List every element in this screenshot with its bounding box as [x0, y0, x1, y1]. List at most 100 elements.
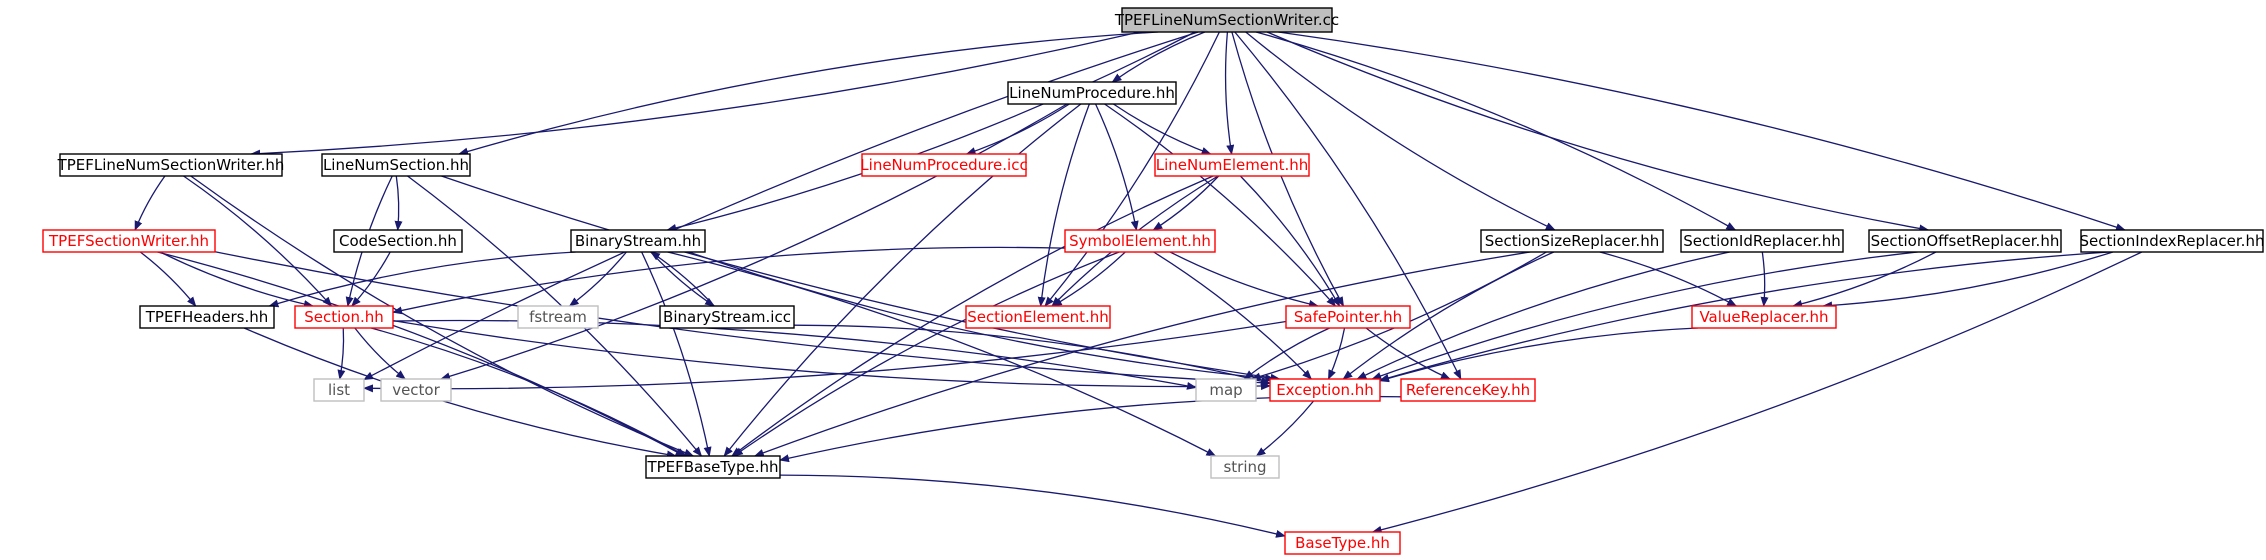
edge-sp_hh-to-rk_hh: [1365, 327, 1451, 380]
node-lnp-hh[interactable]: LineNumProcedure.hh: [1007, 81, 1177, 105]
node-ssr-hh[interactable]: SectionSizeReplacer.hh: [1480, 229, 1664, 253]
node-box: [1680, 229, 1844, 253]
node-box: [1121, 7, 1333, 33]
node-label: BinaryStream.icc: [663, 308, 791, 326]
node-tpef-writer-hh[interactable]: TPEFLineNumSectionWriter.hh: [57, 153, 285, 177]
node-label: BaseType.hh: [1295, 534, 1390, 552]
node-label: SectionOffsetReplacer.hh: [1871, 232, 2060, 250]
node-label: SectionSizeReplacer.hh: [1485, 232, 1659, 250]
edge-sor_hh-to-vr_hh: [1792, 251, 1937, 308]
node-label: Exception.hh: [1276, 381, 1374, 399]
edge-sec_hh-to-map: [392, 319, 1197, 390]
node-sec-hh[interactable]: Section.hh: [294, 305, 394, 329]
node-vr-hh[interactable]: ValueReplacer.hh: [1691, 305, 1837, 329]
edge-sym_hh-to-exc_hh: [1153, 251, 1313, 380]
edge-root-to-lnp_hh: [1111, 31, 1206, 83]
node-tpefh-hh[interactable]: TPEFHeaders.hh: [139, 305, 275, 329]
node-sir-hh[interactable]: SectionIdReplacer.hh: [1680, 229, 1844, 253]
node-box: [1284, 531, 1401, 555]
edge-bs_hh-to-tpefh_hh: [268, 251, 576, 308]
node-exc-hh[interactable]: Exception.hh: [1269, 378, 1381, 402]
node-string[interactable]: string: [1210, 455, 1280, 479]
edge-root-to-bs_hh: [666, 31, 1196, 232]
edge-exc_hh-to-string: [1255, 400, 1315, 457]
node-box: [1480, 229, 1664, 253]
node-sxr-hh[interactable]: SectionIndexReplacer.hh: [2080, 229, 2265, 253]
edge-lnp_hh-to-sp_hh: [1104, 103, 1337, 307]
node-label: LineNumProcedure.hh: [1009, 84, 1175, 102]
node-sym-hh[interactable]: SymbolElement.hh: [1064, 229, 1216, 253]
edge-lnp_hh-to-tbt_hh: [723, 103, 1082, 457]
node-label: Section.hh: [304, 308, 384, 326]
node-root: TPEFLineNumSectionWriter.cc: [1114, 7, 1339, 33]
edge-root-to-sxr_hh: [1278, 31, 2126, 231]
node-code-hh[interactable]: CodeSection.hh: [333, 229, 463, 253]
node-vector[interactable]: vector: [380, 378, 452, 402]
node-fstream[interactable]: fstream: [517, 305, 599, 329]
edge-sir_hh-to-vr_hh: [1760, 251, 1769, 307]
node-list[interactable]: list: [313, 378, 365, 402]
node-tpef-sw-hh[interactable]: TPEFSectionWriter.hh: [42, 229, 216, 253]
node-bs-hh[interactable]: BinaryStream.hh: [570, 229, 706, 253]
node-box: [659, 305, 795, 329]
node-label: string: [1223, 458, 1266, 476]
node-sor-hh[interactable]: SectionOffsetReplacer.hh: [1868, 229, 2062, 253]
edge-bs_hh-to-fstream: [568, 251, 627, 307]
edge-lnp_hh-to-lne_hh: [1113, 103, 1212, 155]
edge-root-to-ssr_hh: [1245, 31, 1556, 231]
node-label: SymbolElement.hh: [1069, 232, 1211, 250]
node-label: TPEFLineNumSectionWriter.cc: [1114, 11, 1339, 29]
node-label: LineNumProcedure.icc: [860, 156, 1027, 174]
node-box: [1400, 378, 1536, 402]
edge-bs_icc-to-bs_hh: [650, 251, 715, 307]
node-box: [139, 305, 275, 329]
node-box: [380, 378, 452, 402]
node-box: [313, 378, 365, 402]
edge-tpef_sw_hh-to-sec_hh: [159, 251, 314, 308]
node-box: [1285, 305, 1411, 329]
edge-bs_icc-to-exc_hh: [793, 324, 1271, 386]
node-label: TPEFHeaders.hh: [145, 308, 269, 326]
node-rk-hh[interactable]: ReferenceKey.hh: [1400, 378, 1536, 402]
node-bt-hh[interactable]: BaseType.hh: [1284, 531, 1401, 555]
node-label: LineNumElement.hh: [1156, 156, 1308, 174]
node-label: fstream: [529, 308, 587, 326]
edge-tpef_writer_hh-to-tpef_sw_hh: [134, 175, 166, 231]
node-label: BinaryStream.hh: [575, 232, 701, 250]
node-box: [42, 229, 216, 253]
edge-lnp_hh-to-lnp_icc: [965, 103, 1070, 155]
node-tbt-hh[interactable]: TPEFBaseType.hh: [645, 455, 781, 479]
edge-tbt_hh-to-bt_hh: [779, 474, 1286, 538]
node-label: SectionElement.hh: [967, 308, 1109, 326]
edge-lns_hh-to-code_hh: [394, 175, 403, 231]
edge-lne_hh-to-sym_hh: [1152, 175, 1220, 231]
edge-sxr_hh-to-vr_hh: [1822, 251, 2114, 310]
node-sp-hh[interactable]: SafePointer.hh: [1285, 305, 1411, 329]
edge-sec_hh-to-vector: [354, 327, 406, 380]
edge-root-to-tpef_writer_hh: [250, 31, 1140, 158]
edge-root-to-se_hh: [1044, 31, 1220, 307]
node-label: LineNumSection.hh: [323, 156, 469, 174]
node-lns-hh[interactable]: LineNumSection.hh: [321, 153, 471, 177]
node-label: map: [1209, 381, 1242, 399]
edges-layer: [134, 31, 2143, 538]
edge-root-to-sor_hh: [1266, 31, 1930, 233]
edge-root-to-rk_hh: [1234, 31, 1462, 380]
edge-sym_hh-to-sp_hh: [1169, 251, 1319, 308]
node-se-hh[interactable]: SectionElement.hh: [965, 305, 1111, 329]
node-label: CodeSection.hh: [339, 232, 457, 250]
node-map[interactable]: map: [1195, 378, 1257, 402]
node-bs-icc[interactable]: BinaryStream.icc: [659, 305, 795, 329]
edge-sym_hh-to-sec_hh: [392, 246, 1066, 315]
edge-tpef_writer_hh-to-tbt_hh: [190, 175, 695, 457]
node-box: [333, 229, 463, 253]
node-box: [2080, 229, 2264, 253]
edge-tpef_writer_hh-to-sec_hh: [183, 175, 333, 307]
node-lnp-icc[interactable]: LineNumProcedure.icc: [860, 153, 1028, 177]
edge-sym_hh-to-tbt_hh: [732, 251, 1120, 457]
edge-sec_hh-to-exc_hh: [392, 320, 1271, 391]
node-box: [1691, 305, 1837, 329]
edge-lns_hh-to-exc_hh: [441, 175, 1281, 382]
node-lne-hh[interactable]: LineNumElement.hh: [1154, 153, 1310, 177]
node-box: [1210, 455, 1280, 479]
